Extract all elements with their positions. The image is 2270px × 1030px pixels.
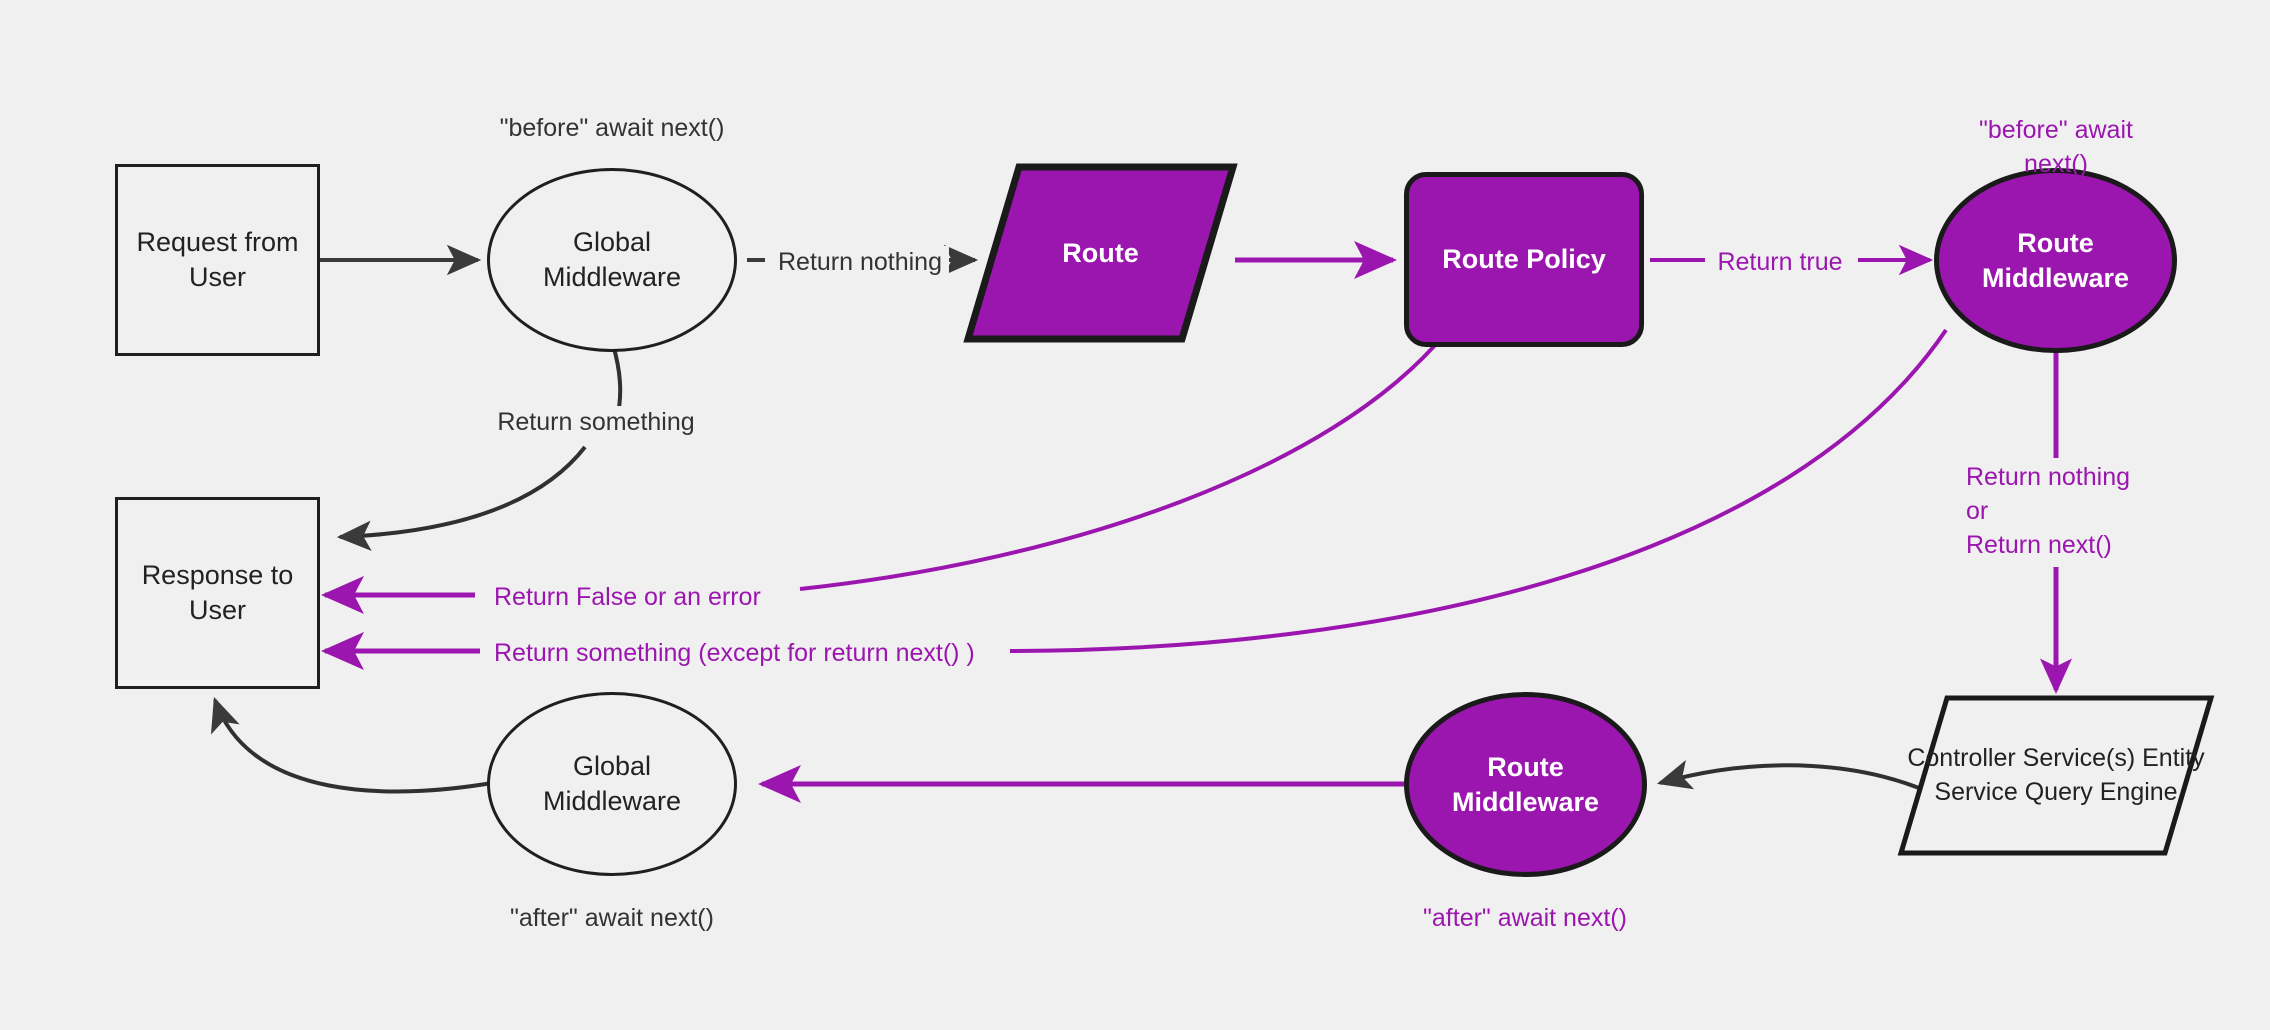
edge-label-return-something-except-next: Return something (except for return next… (487, 637, 982, 671)
edge-label-return-something: Return something (490, 406, 702, 440)
route-parallelogram-shape (963, 163, 1238, 343)
node-global-middleware-before-label: Global Middleware (542, 227, 682, 292)
node-route-middleware-after[interactable]: Route Middleware (1404, 692, 1647, 877)
annotation-route-mw-after-await: "after" await next() (1423, 904, 1627, 932)
node-response-to-user-label: Response to User (141, 560, 294, 625)
node-route[interactable]: Route (963, 162, 1238, 344)
edge-policy-to-response-curve (799, 333, 1446, 591)
node-controller-label: Controller Service(s) Entity Service Que… (1907, 743, 2205, 806)
annotation-global-after-await: "after" await next() (510, 904, 714, 932)
node-global-middleware-after-label: Global Middleware (542, 751, 682, 816)
node-global-middleware-before[interactable]: Global Middleware (487, 168, 737, 352)
controller-parallelogram-shape (1897, 695, 2215, 856)
node-global-middleware-after[interactable]: Global Middleware (487, 692, 737, 876)
annotation-route-mw-before-await: "before" await next() (1979, 116, 2133, 178)
edge-label-return-nothing-or-next: Return nothing or Return next() (1966, 463, 2131, 559)
edge-label-return-true: Return true (1710, 246, 1850, 280)
node-controller[interactable]: Controller Service(s) Entity Service Que… (1897, 694, 2215, 857)
node-route-policy[interactable]: Route Policy (1404, 172, 1644, 347)
edge-global-after-to-response (211, 696, 493, 794)
node-route-policy-label: Route Policy (1442, 244, 1606, 275)
edge-label-return-nothing: Return nothing (770, 246, 950, 280)
node-route-middleware-after-label: Route Middleware (1451, 751, 1600, 817)
node-route-middleware-before[interactable]: Route Middleware (1934, 168, 2177, 353)
annotation-global-before-await: "before" await next() (499, 114, 725, 142)
node-request-from-user-label: Request from User (136, 227, 299, 292)
edge-global-to-response-lower (336, 445, 587, 551)
node-route-middleware-before-label: Route Middleware (1981, 227, 2130, 293)
edge-label-return-false-or-error: Return False or an error (487, 581, 768, 615)
edge-routemw-to-response-curve (1009, 328, 1948, 653)
node-request-from-user[interactable]: Request from User (115, 164, 320, 356)
node-route-label: Route (1062, 237, 1139, 268)
node-response-to-user[interactable]: Response to User (115, 497, 320, 689)
